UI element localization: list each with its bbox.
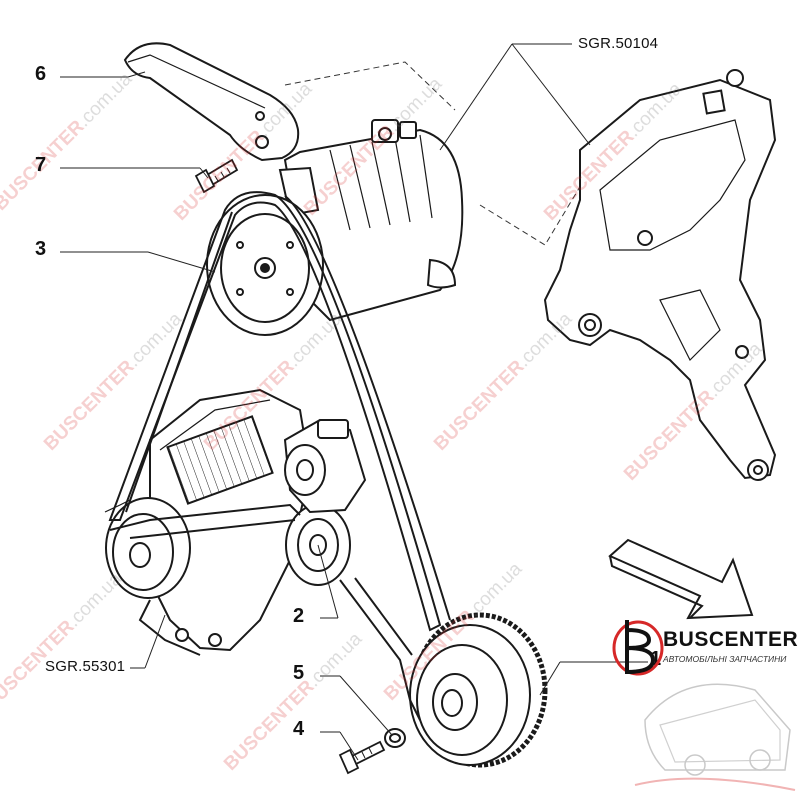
- compressor-bracket: [543, 69, 777, 481]
- part-4-bolt: [338, 740, 386, 775]
- callout-4: 4: [293, 718, 305, 740]
- callout-2: 2: [293, 605, 305, 627]
- callout-7: 7: [35, 154, 47, 176]
- part-1-crankshaft-pulley: [409, 612, 548, 768]
- logo-brand-text: BUSCENTER: [663, 628, 799, 651]
- part-7-bolt: [194, 158, 239, 194]
- callout-6: 6: [35, 63, 47, 85]
- buscenter-logo: BUSCENTER АВТОМОБІЛЬНІ ЗАПЧАСТИНИ: [605, 600, 800, 800]
- alternator: [138, 388, 312, 656]
- part-5-washer: [384, 728, 406, 748]
- assembly-dashed-line-2: [479, 169, 591, 246]
- ref-label-alternator: SGR.55301: [45, 658, 126, 675]
- direction-arrow: [608, 538, 754, 620]
- callout-3: 3: [35, 238, 47, 260]
- ref-label-compressor-bracket: SGR.50104: [578, 35, 659, 52]
- logo-tagline: АВТОМОБІЛЬНІ ЗАПЧАСТИНИ: [663, 654, 787, 664]
- leader-lines: [60, 43, 648, 761]
- logo-mark: [612, 620, 796, 791]
- alternator-pulley: [104, 497, 191, 599]
- part-3-drive-belt: [108, 191, 451, 721]
- assembly-dashed-line: [284, 61, 456, 111]
- callout-5: 5: [293, 662, 305, 684]
- part-6-tensioner-arm: [123, 42, 300, 162]
- compressor-pulley: [206, 194, 324, 336]
- callout-1: 1: [650, 648, 662, 670]
